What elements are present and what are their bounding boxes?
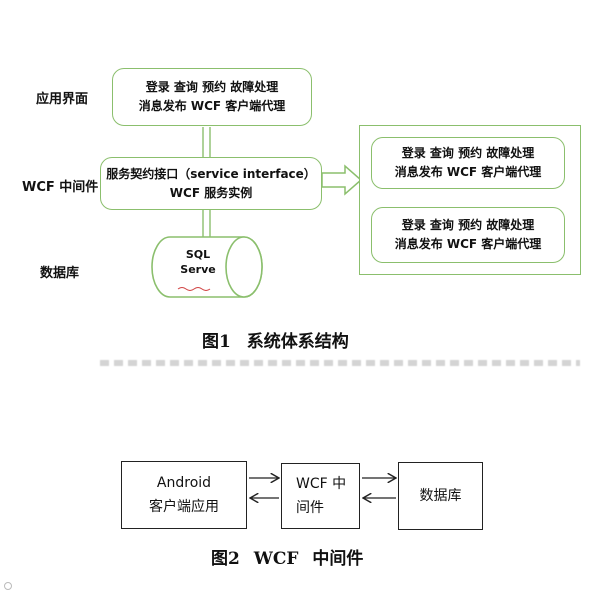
client-box-2: 登录 查询 预约 故障处理 消息发布 WCF 客户端代理 [371, 207, 565, 263]
database-text-line2: Serve [180, 263, 216, 276]
wcf-middleware-box: WCF 中 间件 [281, 463, 360, 529]
label-ui: 应用界面 [36, 92, 89, 107]
wcf-line2: 间件 [296, 500, 324, 516]
figure-1-caption: 图1 系统体系结构 [202, 332, 349, 352]
figure-2-caption: 图2 WCF 中间件 [211, 549, 364, 569]
client-box-1-line2: 消息发布 WCF 客户端代理 [394, 165, 542, 179]
client-box-1: 登录 查询 预约 故障处理 消息发布 WCF 客户端代理 [371, 137, 565, 189]
middleware-box-line2: WCF 服务实例 [169, 185, 253, 200]
client-box-2-line2: 消息发布 WCF 客户端代理 [394, 237, 542, 251]
android-line1: Android [156, 475, 212, 491]
label-database: 数据库 [40, 266, 80, 281]
ui-box-line2: 消息发布 WCF 客户端代理 [138, 99, 286, 113]
label-wcf-middleware: WCF 中间件 [22, 180, 99, 195]
android-box: Android 客户端应用 [121, 461, 247, 529]
database-box-label: 数据库 [419, 488, 462, 504]
database-text: SQL Serve [178, 247, 218, 277]
ui-box-line1: 登录 查询 预约 故障处理 [145, 80, 279, 94]
database-text-line1: SQL [185, 248, 211, 261]
bleed-through-noise [100, 356, 580, 370]
client-box-1-line1: 登录 查询 预约 故障处理 [401, 146, 535, 160]
database-cylinder-icon [151, 236, 263, 298]
android-line2: 客户端应用 [149, 499, 219, 515]
right-arrow-icon [321, 164, 363, 196]
client-box-2-line1: 登录 查询 预约 故障处理 [401, 218, 535, 232]
ui-box: 登录 查询 预约 故障处理 消息发布 WCF 客户端代理 [112, 68, 312, 126]
middleware-box: 服务契约接口（service interface） WCF 服务实例 [100, 157, 322, 210]
corner-mark-icon [4, 582, 12, 590]
wcf-line1: WCF 中 [296, 476, 347, 492]
middleware-box-line1: 服务契约接口（service interface） [106, 166, 316, 181]
database-box: 数据库 [398, 462, 483, 530]
